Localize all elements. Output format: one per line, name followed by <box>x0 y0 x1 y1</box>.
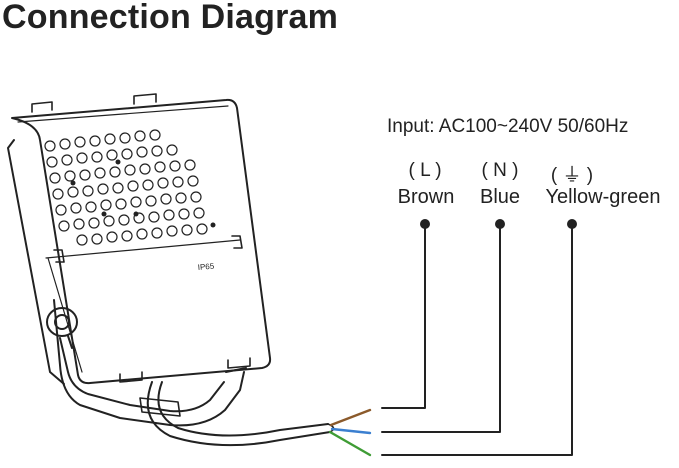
panel-clips <box>31 93 251 383</box>
earth-wire-label: Yellow-green <box>545 186 661 208</box>
floodlight-front-panel <box>11 98 272 385</box>
blue-conductor <box>330 427 372 435</box>
mounting-bracket <box>53 299 247 427</box>
led-array <box>44 129 208 246</box>
earth-terminal-dot <box>567 219 577 229</box>
brown-conductor <box>329 408 372 427</box>
earth-code: ( ⏚ ) <box>550 165 594 186</box>
diagram-title: Connection Diagram <box>2 0 339 36</box>
neutral-terminal-dot <box>495 219 505 229</box>
live-code: ( L ) <box>408 160 442 181</box>
live-wire-label: Brown <box>397 186 455 208</box>
ip65-label: IP65 <box>197 262 215 272</box>
floodlight-housing-back <box>7 139 65 385</box>
input-voltage-label: Input: AC100~240V 50/60Hz <box>387 116 629 137</box>
neutral-line <box>381 223 501 433</box>
power-cable <box>146 381 331 447</box>
green-conductor <box>328 430 372 457</box>
neutral-code: ( N ) <box>481 160 519 181</box>
neutral-wire-label: Blue <box>479 186 521 208</box>
live-terminal-dot <box>420 219 430 229</box>
earth-line <box>381 223 573 456</box>
live-line <box>381 223 426 409</box>
